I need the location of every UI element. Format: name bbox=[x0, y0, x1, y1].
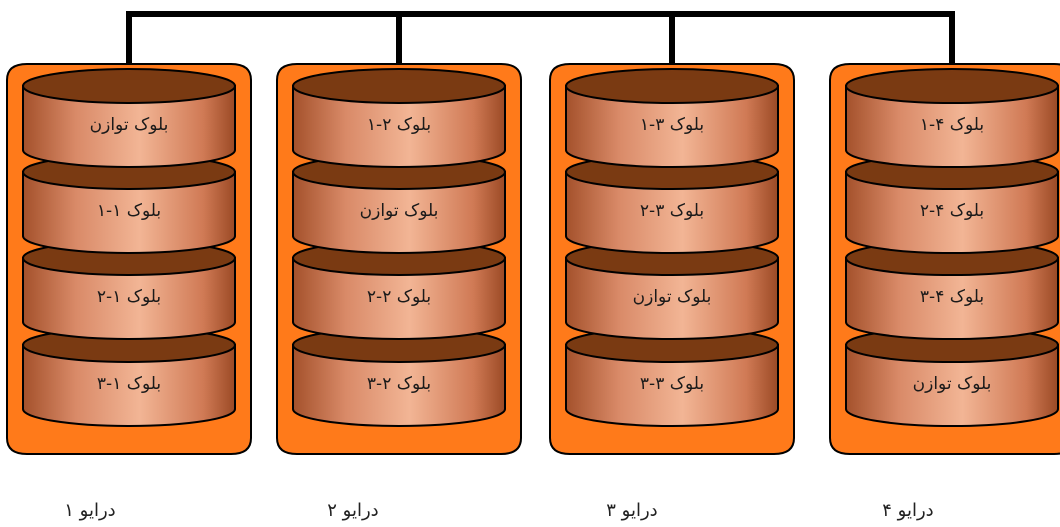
drive-platters: بلوک ۲-۳ بلوک ۲-۲ بلوک توازن بلوک ۲-۱ bbox=[292, 68, 506, 427]
block-label: بلوک توازن bbox=[90, 115, 169, 135]
drive-platters: بلوک توازن بلوک ۴-۳ بلوک ۴-۲ بلوک ۴-۱ bbox=[845, 68, 1059, 427]
block-label: بلوک ۴-۱ bbox=[920, 115, 984, 135]
platter-body bbox=[292, 257, 506, 340]
platter-top bbox=[845, 68, 1059, 104]
platter-block: بلوک توازن bbox=[292, 154, 506, 254]
platter-body bbox=[845, 85, 1059, 168]
block-label: بلوک ۲-۱ bbox=[367, 115, 431, 135]
platter-block: بلوک ۳-۳ bbox=[565, 327, 779, 427]
platter-body bbox=[292, 85, 506, 168]
block-label: بلوک توازن bbox=[360, 201, 439, 221]
platter-body bbox=[845, 344, 1059, 427]
platter-block: بلوک ۲-۳ bbox=[292, 327, 506, 427]
block-label: بلوک ۳-۲ bbox=[640, 201, 704, 221]
drive-4: بلوک توازن بلوک ۴-۳ بلوک ۴-۲ بلوک ۴-۱ bbox=[829, 63, 1060, 455]
platter-body bbox=[565, 257, 779, 340]
platter-block: بلوک توازن bbox=[22, 68, 236, 168]
drive-label: درایو ۴ bbox=[882, 500, 933, 521]
platter-body bbox=[22, 85, 236, 168]
drive-3: بلوک ۳-۳ بلوک توازن بلوک ۳-۲ بلوک ۳-۱ bbox=[549, 63, 795, 455]
platter-body bbox=[292, 171, 506, 254]
block-label: بلوک توازن bbox=[633, 287, 712, 307]
drive-platters: بلوک ۱-۳ بلوک ۱-۲ بلوک ۱-۱ بلوک توازن bbox=[22, 68, 236, 427]
platter-block: بلوک ۳-۲ bbox=[565, 154, 779, 254]
platter-top bbox=[565, 68, 779, 104]
drive-label: درایو ۲ bbox=[327, 500, 378, 521]
platter-body bbox=[292, 344, 506, 427]
block-label: بلوک ۳-۱ bbox=[640, 115, 704, 135]
block-label: بلوک ۲-۳ bbox=[367, 374, 431, 394]
platter-block: بلوک ۴-۱ bbox=[845, 68, 1059, 168]
drive-2: بلوک ۲-۳ بلوک ۲-۲ بلوک توازن بلوک ۲-۱ bbox=[276, 63, 522, 455]
platter-body bbox=[22, 257, 236, 340]
platter-block: بلوک توازن bbox=[845, 327, 1059, 427]
block-label: بلوک ۱-۳ bbox=[97, 374, 161, 394]
platter-block: بلوک ۳-۱ bbox=[565, 68, 779, 168]
platter-body bbox=[22, 344, 236, 427]
platter-body bbox=[22, 171, 236, 254]
block-label: بلوک ۲-۲ bbox=[367, 287, 431, 307]
block-label: بلوک ۴-۲ bbox=[920, 201, 984, 221]
block-label: بلوک ۴-۳ bbox=[920, 287, 984, 307]
platter-block: بلوک ۲-۱ bbox=[292, 68, 506, 168]
drive-labels-layer: درایو ۱ درایو ۲ درایو ۳ درایو ۴ bbox=[64, 500, 933, 521]
platter-top bbox=[22, 68, 236, 104]
platter-body bbox=[845, 257, 1059, 340]
drive-1: بلوک ۱-۳ بلوک ۱-۲ بلوک ۱-۱ بلوک توازن bbox=[6, 63, 252, 455]
platter-top bbox=[292, 68, 506, 104]
platter-block: بلوک ۱-۲ bbox=[22, 240, 236, 340]
drive-label: درایو ۱ bbox=[64, 500, 115, 521]
connection-bus bbox=[126, 11, 955, 92]
block-label: بلوک ۳-۳ bbox=[640, 374, 704, 394]
block-label: بلوک ۱-۱ bbox=[97, 201, 161, 221]
block-label: بلوک ۱-۲ bbox=[97, 287, 161, 307]
drive-label: درایو ۳ bbox=[606, 500, 657, 521]
platter-block: بلوک ۲-۲ bbox=[292, 240, 506, 340]
platter-body bbox=[565, 171, 779, 254]
platter-block: بلوک ۴-۳ bbox=[845, 240, 1059, 340]
platter-body bbox=[565, 85, 779, 168]
platter-block: بلوک ۴-۲ bbox=[845, 154, 1059, 254]
platter-body bbox=[565, 344, 779, 427]
platter-block: بلوک توازن bbox=[565, 240, 779, 340]
block-label: بلوک توازن bbox=[913, 374, 992, 394]
platter-body bbox=[845, 171, 1059, 254]
platter-block: بلوک ۱-۱ bbox=[22, 154, 236, 254]
platter-block: بلوک ۱-۳ bbox=[22, 327, 236, 427]
drive-platters: بلوک ۳-۳ بلوک توازن بلوک ۳-۲ بلوک ۳-۱ bbox=[565, 68, 779, 427]
